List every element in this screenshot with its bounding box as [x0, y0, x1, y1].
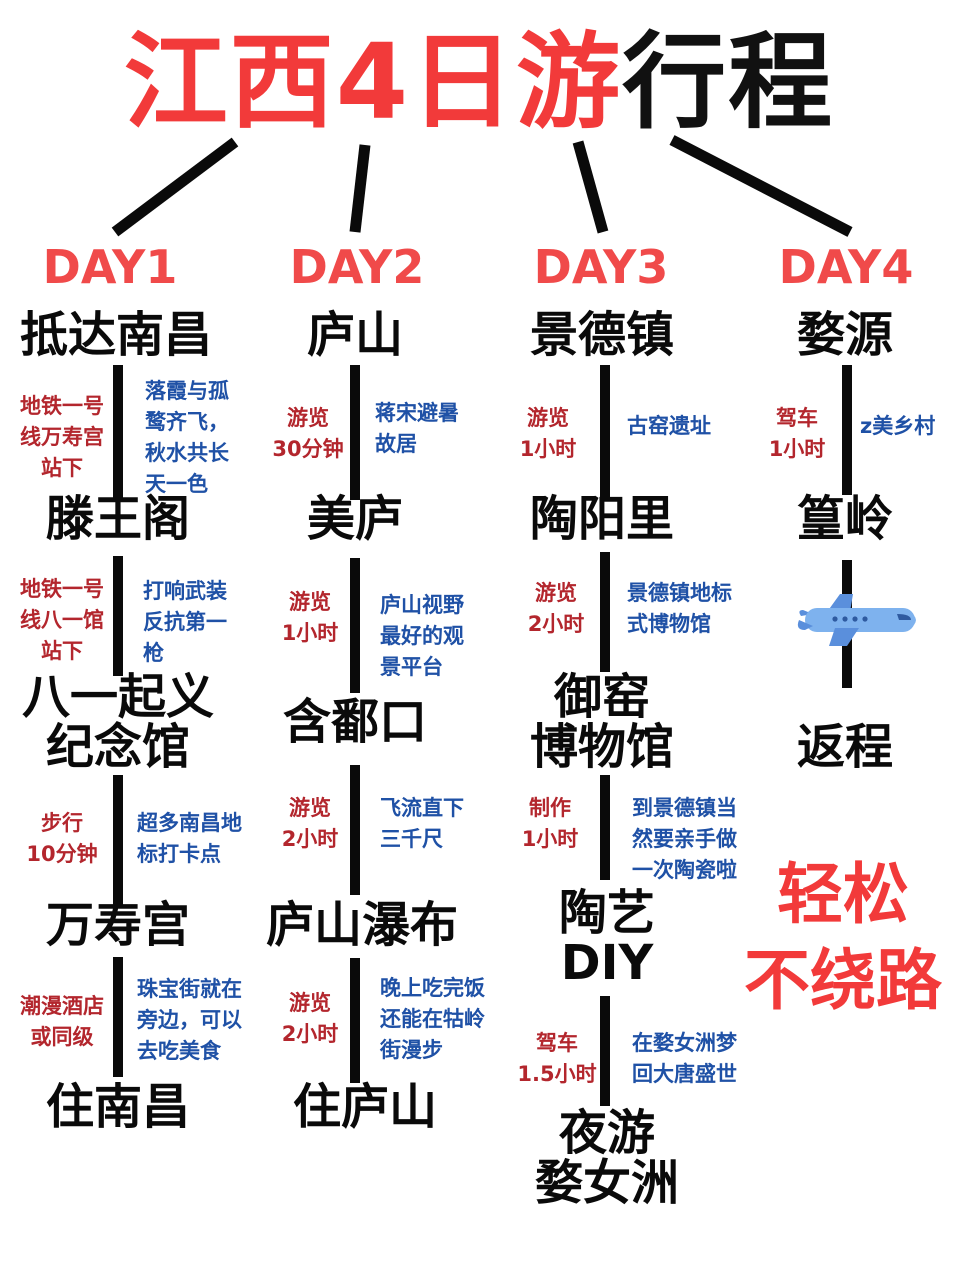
day1-line-4 — [113, 957, 123, 1077]
day1-line-3 — [113, 775, 123, 905]
day3-seg2-right: 景德镇地标 式博物馆 — [627, 581, 732, 636]
connector-day1 — [111, 137, 239, 237]
day3-line-1 — [600, 365, 610, 500]
day2-line-3 — [350, 765, 360, 895]
day4-stop-1: 婺源 — [796, 307, 893, 363]
day2-seg1-left: 游览 30分钟 — [272, 406, 344, 461]
day1-seg4-right: 珠宝街就在 旁边，可以 去吃美食 — [137, 977, 242, 1063]
day2-seg3-left: 游览 2小时 — [281, 796, 339, 851]
day2-seg2-right: 庐山视野 最好的观 景平台 — [380, 593, 464, 679]
day1-stop-3: 八一起义 纪念馆 — [21, 669, 214, 775]
day2-stop-5: 住庐山 — [292, 1079, 437, 1135]
day2-stop-1: 庐山 — [306, 307, 403, 363]
day3-seg4-right: 在婺女洲梦 回大唐盛世 — [632, 1031, 737, 1086]
day2-line-4 — [350, 958, 360, 1083]
day2-seg4-left: 游览 2小时 — [281, 991, 339, 1046]
day2-seg1-right: 蒋宋避暑 故居 — [375, 401, 459, 456]
day3-line-3 — [600, 775, 610, 880]
day2-label: DAY2 — [289, 240, 425, 294]
day3-line-2 — [600, 552, 610, 672]
day2-stop-4: 庐山瀑布 — [265, 897, 458, 953]
day3-label: DAY3 — [533, 240, 669, 294]
day1-stop-5: 住南昌 — [45, 1079, 190, 1135]
slogan: 轻松 不绕路 — [744, 856, 942, 1019]
day2-seg2-left: 游览 1小时 — [281, 590, 339, 645]
day3-seg4-left: 驾车 1.5小时 — [517, 1031, 597, 1086]
connector-day2 — [349, 144, 371, 233]
day1-seg1-right: 落霞与孤 鹜齐飞， 秋水共长 天一色 — [145, 379, 229, 496]
day1-seg3-left: 步行 10分钟 — [26, 811, 98, 866]
title-red-part: 江西4日游 — [123, 21, 623, 143]
day3-seg3-right: 到景德镇当 然要亲手做 一次陶瓷啦 — [632, 796, 737, 882]
day1-line-1 — [113, 365, 123, 500]
day4-stop-3: 返程 — [796, 719, 893, 775]
day1-label: DAY1 — [42, 240, 178, 294]
day1-seg3-right: 超多南昌地 标打卡点 — [137, 811, 242, 866]
day2-line-1 — [350, 365, 360, 500]
day1-stop-1: 抵达南昌 — [19, 307, 212, 363]
day3-stop-4: 陶艺 DIY — [558, 885, 655, 991]
day3-seg3-left: 制作 1小时 — [521, 796, 579, 851]
day1-seg2-left: 地铁一号 线八一馆 站下 — [20, 577, 104, 663]
day3-stop-2: 陶阳里 — [529, 491, 674, 547]
day3-seg1-right: 古窑遗址 — [627, 414, 711, 438]
page-title: 江西4日游行程 — [0, 22, 958, 142]
title-black-part: 行程 — [622, 21, 835, 143]
day2-stop-2: 美庐 — [306, 491, 403, 547]
day2-line-2 — [350, 558, 360, 693]
day3-line-4 — [600, 996, 610, 1106]
day4-label: DAY4 — [778, 240, 914, 294]
day1-line-2 — [113, 556, 123, 676]
day1-seg1-left: 地铁一号 线万寿宫 站下 — [20, 394, 104, 480]
day3-seg1-left: 游览 1小时 — [519, 406, 577, 461]
day3-stop-1: 景德镇 — [529, 307, 674, 363]
day1-seg2-right: 打响武装 反抗第一 枪 — [143, 579, 227, 665]
day1-stop-2: 滕王阁 — [45, 491, 190, 547]
connector-day3 — [572, 140, 609, 234]
day2-seg4-right: 晚上吃完饭 还能在牯岭 街漫步 — [380, 976, 485, 1062]
day1-seg4-left: 潮漫酒店 或同级 — [20, 994, 104, 1049]
day4-line-1 — [842, 365, 852, 495]
day4-stop-2: 篁岭 — [796, 491, 893, 547]
day3-stop-5: 夜游 婺女洲 — [534, 1105, 679, 1211]
day4-seg1-left: 驾车 1小时 — [768, 406, 826, 461]
airplane-icon — [797, 594, 916, 646]
connector-day4 — [669, 135, 853, 237]
day3-stop-3: 御窑 博物馆 — [529, 669, 674, 775]
day2-seg3-right: 飞流直下 三千尺 — [380, 796, 464, 851]
day3-seg2-left: 游览 2小时 — [527, 581, 585, 636]
day4-seg1-right: z美乡村 — [860, 414, 936, 438]
day2-stop-3: 含鄱口 — [282, 694, 427, 750]
day1-stop-4: 万寿宫 — [45, 897, 190, 953]
